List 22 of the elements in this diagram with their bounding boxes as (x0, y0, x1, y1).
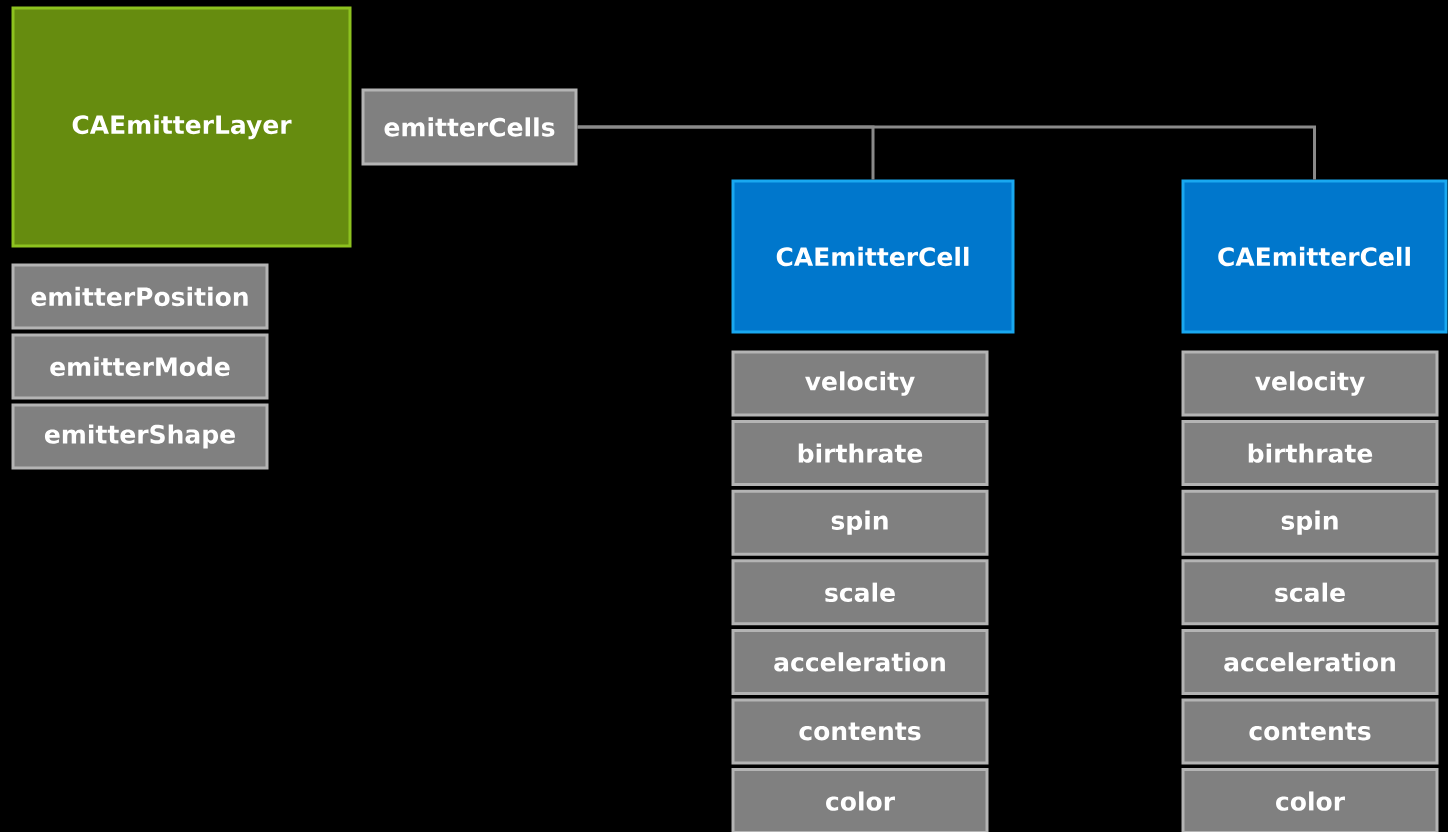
property-box: contents (1181, 698, 1439, 765)
property-box: scale (731, 559, 989, 626)
class-box: CAEmitterCell (731, 179, 1015, 334)
property-box: emitterPosition (11, 263, 269, 330)
connector-line (577, 125, 1316, 180)
property-box: contents (731, 698, 989, 765)
property-box: birthrate (731, 420, 989, 487)
property-box: spin (1181, 489, 1439, 556)
class-box: CAEmitterCell (1181, 179, 1448, 334)
property-box: color (1181, 768, 1439, 832)
property-box: emitterMode (11, 333, 269, 400)
property-box: velocity (731, 350, 989, 417)
property-box: color (731, 768, 989, 832)
property-box: acceleration (731, 628, 989, 695)
property-box: scale (1181, 559, 1439, 626)
property-box: emitterCells (361, 88, 578, 166)
property-box: spin (731, 489, 989, 556)
property-box: velocity (1181, 350, 1439, 417)
layer-box: CAEmitterLayer (11, 6, 352, 248)
property-box: emitterShape (11, 403, 269, 470)
property-box: birthrate (1181, 420, 1439, 487)
property-box: acceleration (1181, 628, 1439, 695)
